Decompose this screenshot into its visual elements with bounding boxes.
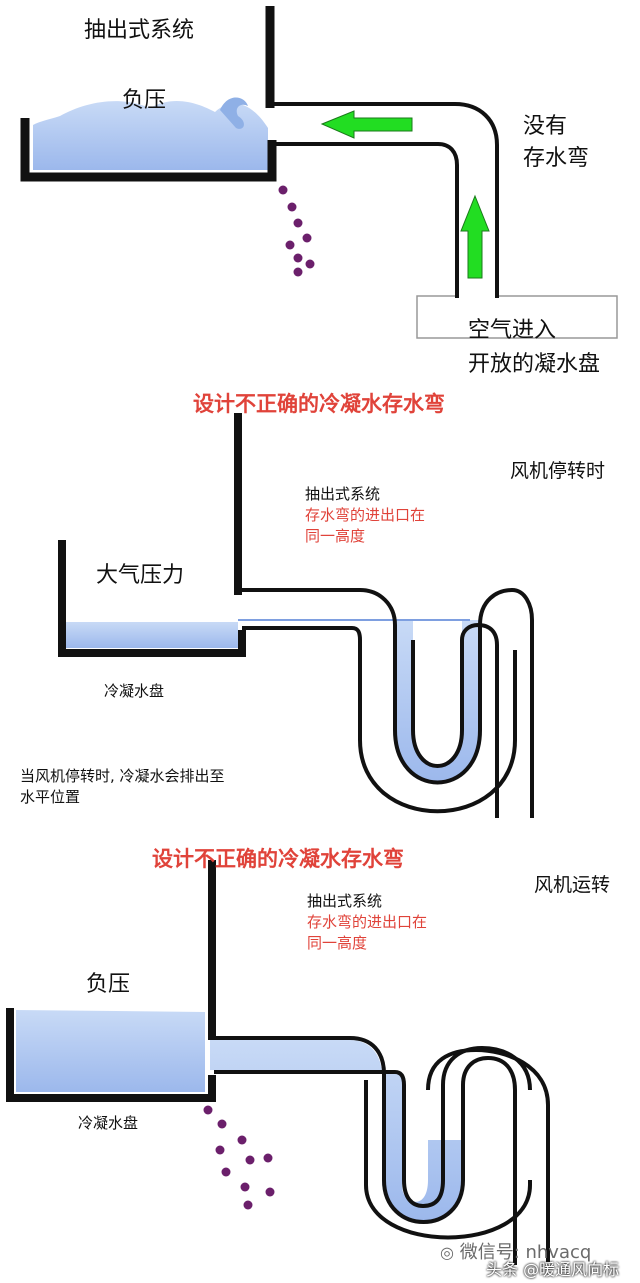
panel1-title: 抽出式系统 (84, 18, 195, 43)
panel3-pipe-water (210, 1040, 463, 1222)
panel1-open-pan-label: 开放的凝水盘 (468, 352, 601, 377)
panel2-state: 风机停转时 (510, 460, 606, 482)
panel2-pan-water (66, 622, 238, 648)
panel3-trap-pipe (214, 1036, 532, 1265)
panel1-diagram (20, 6, 618, 339)
panel2-pressure-label: 大气压力 (96, 563, 185, 588)
panel2-diagram (58, 413, 534, 818)
panel1-pan (20, 118, 277, 182)
panel2-trap-pipe (242, 587, 534, 818)
panel2-caption-line1: 当风机停转时, 冷凝水会排出至 (20, 767, 225, 785)
panel1-no-trap-line2: 存水弯 (523, 146, 590, 171)
panel2-pan-label: 冷凝水盘 (104, 682, 165, 700)
panel1-pressure-label: 负压 (122, 88, 167, 113)
watermark-wechat: ◎ 微信号: nhvacq (440, 1242, 592, 1263)
panel2-note-line2: 同一高度 (305, 527, 366, 545)
panel3-trap-outer (364, 1047, 550, 1262)
panel3-note-line1: 存水弯的进出口在 (307, 913, 428, 931)
panel1-pan-water (33, 100, 268, 170)
panel1-open-pan (416, 295, 618, 339)
panel2-system: 抽出式系统 (305, 485, 381, 503)
panel1-arrow-left (320, 110, 413, 139)
panel3-pan-water (16, 1010, 205, 1092)
panel2-note-line1: 存水弯的进出口在 (305, 506, 426, 524)
panel3-drips (203, 1105, 275, 1210)
panel3-system: 抽出式系统 (307, 892, 383, 910)
wechat-icon: ◎ (440, 1243, 454, 1262)
panel2-pan (58, 540, 246, 657)
panel3-diagram (6, 860, 550, 1265)
panel1-pipe (272, 102, 499, 296)
panel3-pressure-label: 负压 (86, 972, 131, 997)
panel1-splash (220, 97, 248, 129)
panel3-note-line2: 同一高度 (307, 934, 368, 952)
panel2-caption-line2: 水平位置 (20, 788, 81, 806)
panel1-no-trap-line1: 没有 (523, 114, 568, 139)
panel3-heading: 设计不正确的冷凝水存水弯 (152, 847, 404, 871)
panel1-drips (278, 185, 315, 277)
panel1-arrow-up (460, 194, 490, 279)
panel1-air-in: 空气进入 (468, 318, 557, 343)
panel3-state: 风机运转 (534, 874, 611, 896)
panel3-pan-label: 冷凝水盘 (78, 1114, 139, 1132)
panel2-heading: 设计不正确的冷凝水存水弯 (193, 392, 445, 416)
watermark-source: 头条 @暖通风向标 (486, 1260, 620, 1279)
panel3-pan (6, 1008, 216, 1102)
panel2-trap-water (238, 620, 496, 783)
